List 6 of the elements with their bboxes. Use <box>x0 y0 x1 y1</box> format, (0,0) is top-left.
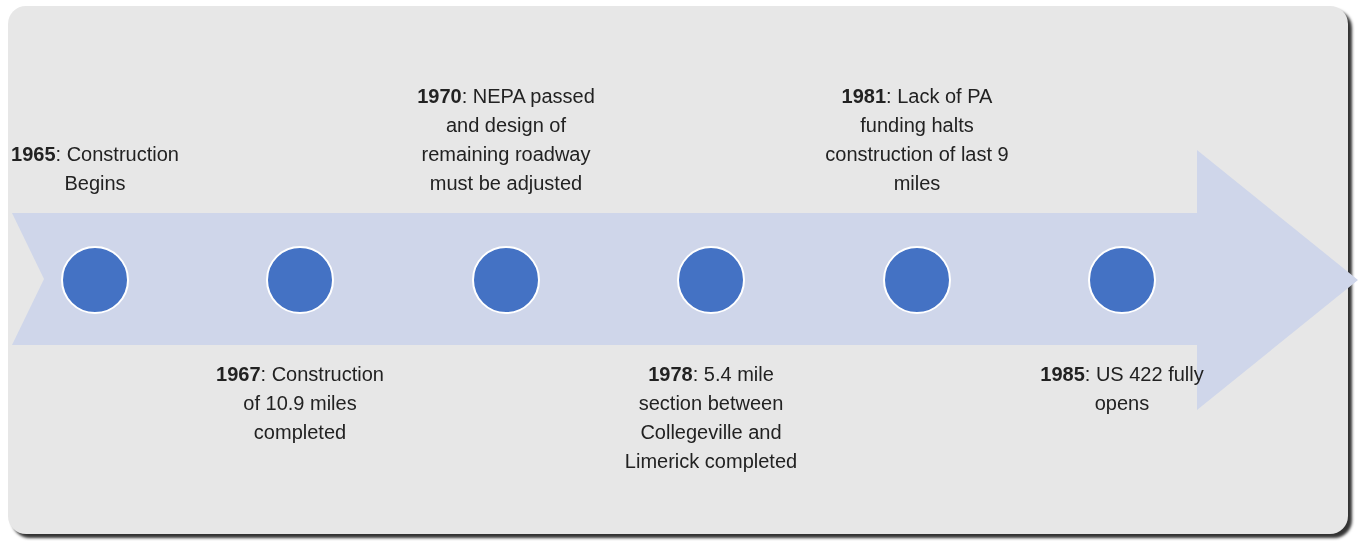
timeline-event-text: 1981: Lack of PA funding halts construction of last 9 miles <box>824 84 1010 196</box>
timeline-event-text: 1967: Construction of 10.9 miles completed <box>215 362 385 445</box>
timeline-event-text: 1965: Construction Begins <box>10 142 180 196</box>
timeline-event-text: 1985: US 422 fully opens <box>1039 362 1205 416</box>
timeline-event-text: 1978: 5.4 mile section between Collegeville and Limerick completed <box>623 362 799 474</box>
timeline-event-text: 1970: NEPA passed and design of remaining roadway must be adjusted <box>416 84 596 196</box>
